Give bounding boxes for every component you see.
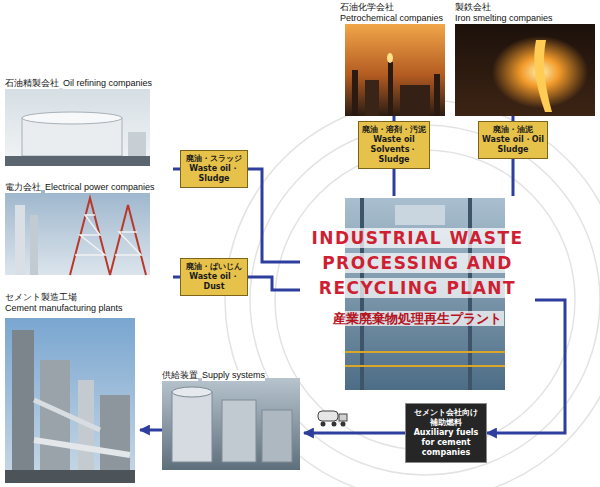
iron-smelting-photo <box>534 40 552 112</box>
label-en: Iron smelting companies <box>455 13 553 24</box>
flow-connector <box>393 169 396 196</box>
power-plant-photo <box>5 190 150 275</box>
label-ja: 電力会社 <box>5 182 41 193</box>
supply-system-photo <box>222 400 256 462</box>
plant-photo <box>345 365 505 367</box>
power-plant-photo <box>15 205 25 275</box>
tag-text-en: Waste oil・Sludge <box>184 164 244 184</box>
oil-refinery-photo <box>5 88 150 166</box>
tank-truck-icon <box>339 414 347 421</box>
petrochemical-photo <box>365 80 379 116</box>
label-ja: 石油化学会社 <box>340 2 394 13</box>
background-rings <box>250 125 600 475</box>
oil-refinery-photo <box>5 156 150 166</box>
tank-truck-icon <box>332 422 337 427</box>
company-photo: 電力会社 Electrical power companies <box>5 176 173 275</box>
supply-system-photo <box>162 378 300 470</box>
flow-connector <box>173 168 180 171</box>
supply-system-photo <box>172 392 212 462</box>
plant-title-wrap: INDUSTRIAL WASTE PROCESSING AND RECYCLIN… <box>304 226 531 301</box>
company-photo: 石油精製会社 Oil refining companies <box>5 72 173 166</box>
oil-refinery-photo <box>22 112 122 124</box>
supply-system-photo <box>262 410 292 462</box>
cement-plant-photo <box>5 318 135 483</box>
cement-plant-photo <box>5 318 135 483</box>
petrochemical-photo <box>345 24 445 116</box>
tag-text-en: Waste oil・Dust <box>184 272 244 292</box>
plant-title-wrap: 産業廃棄物処理再生プラント <box>304 309 531 327</box>
tag-text-en: Auxiliary fuels for cement companies <box>409 428 483 458</box>
flow-connector <box>248 169 300 262</box>
tank-truck-icon <box>318 411 347 427</box>
tag-text-ja: 廃油・溶剤・汚泥 <box>362 125 426 135</box>
flow-connector <box>173 276 180 279</box>
tag-text-ja: セメント会社向け 補助燃料 <box>409 408 483 428</box>
plant-box: INDUSTRIAL WASTE PROCESSING AND RECYCLIN… <box>300 196 535 390</box>
cement-plant-photo <box>78 380 94 483</box>
cement-plant-photo <box>40 360 70 483</box>
label-en: Petrochemical companies <box>340 13 443 24</box>
plant-title: INDUSTRIAL WASTE PROCESSING AND RECYCLIN… <box>309 228 525 298</box>
label-ja: 製鉄会社 <box>455 2 491 13</box>
product-box: セメント会社向け 補助燃料Auxiliary fuels for cement … <box>405 403 487 463</box>
cement-plant-photo <box>100 395 130 483</box>
oil-refinery-photo <box>128 132 146 156</box>
flow-connector <box>140 429 162 432</box>
tag-text-en: Waste oil・Oil Sludge <box>482 135 544 155</box>
label-ja: セメント製造工場 <box>5 292 77 303</box>
label-ja: 供給装置 <box>162 370 198 381</box>
power-plant-photo <box>110 205 146 275</box>
background-rings <box>225 100 600 487</box>
flow-connector <box>248 277 300 290</box>
tank-truck-icon <box>341 422 346 427</box>
plant-photo <box>345 351 505 353</box>
label-en: Oil refining companies <box>63 78 152 89</box>
plant-photo: セメント製造工場Cement manufacturing plants <box>5 292 140 483</box>
cement-plant-photo <box>34 400 100 430</box>
flow-connector <box>304 432 405 435</box>
company-photo: 石油化学会社Petrochemical companies <box>340 2 450 116</box>
label-ja: 石油精製会社 <box>5 78 59 89</box>
power-plant-photo <box>30 215 38 275</box>
cement-plant-photo <box>34 440 130 455</box>
oil-refinery-photo <box>5 88 150 166</box>
supply-system-photo <box>162 378 300 470</box>
cement-plant-photo <box>5 470 135 483</box>
plant-title-ja: 産業廃棄物処理再生プラント <box>331 311 504 326</box>
petrochemical-photo <box>387 53 393 63</box>
cement-plant-photo <box>12 330 34 483</box>
tag-text-ja: 廃油・油泥 <box>482 125 544 135</box>
waste-tag: 廃油・ばいじんWaste oil・Dust <box>180 258 248 296</box>
petrochemical-photo <box>434 74 440 116</box>
flow-connector <box>512 159 515 196</box>
tag-text-ja: 廃油・スラッジ <box>184 154 244 164</box>
power-plant-photo <box>70 198 110 275</box>
tag-text-en: Waste oil Solvents・Sludge <box>362 135 426 165</box>
power-plant-photo <box>5 190 150 275</box>
tank-truck-icon <box>321 422 326 427</box>
label-en: Cement manufacturing plants <box>5 303 123 314</box>
tag-text-ja: 廃油・ばいじん <box>184 262 244 272</box>
tank-truck-icon <box>318 411 338 421</box>
equipment-photo: 供給装置 Supply systems <box>162 364 304 470</box>
iron-smelting-photo <box>455 24 595 116</box>
power-plant-photo <box>75 215 105 255</box>
iron-smelting-photo <box>455 24 595 116</box>
supply-system-photo <box>172 387 212 397</box>
petrochemical-photo <box>352 70 358 116</box>
label-en: Supply systems <box>202 370 265 381</box>
waste-tag: 廃油・スラッジWaste oil・Sludge <box>180 150 248 188</box>
background-rings <box>225 100 600 487</box>
waste-tag: 廃油・溶剤・汚泥Waste oil Solvents・Sludge <box>358 121 430 169</box>
petrochemical-photo <box>345 24 445 116</box>
petrochemical-photo <box>400 85 430 116</box>
plant-photo <box>395 205 445 225</box>
power-plant-photo <box>115 232 141 255</box>
label-en: Electrical power companies <box>45 182 155 193</box>
company-photo: 製鉄会社Iron smelting companies <box>455 2 595 116</box>
petrochemical-photo <box>388 62 393 116</box>
waste-tag: 廃油・油泥Waste oil・Oil Sludge <box>478 121 548 159</box>
